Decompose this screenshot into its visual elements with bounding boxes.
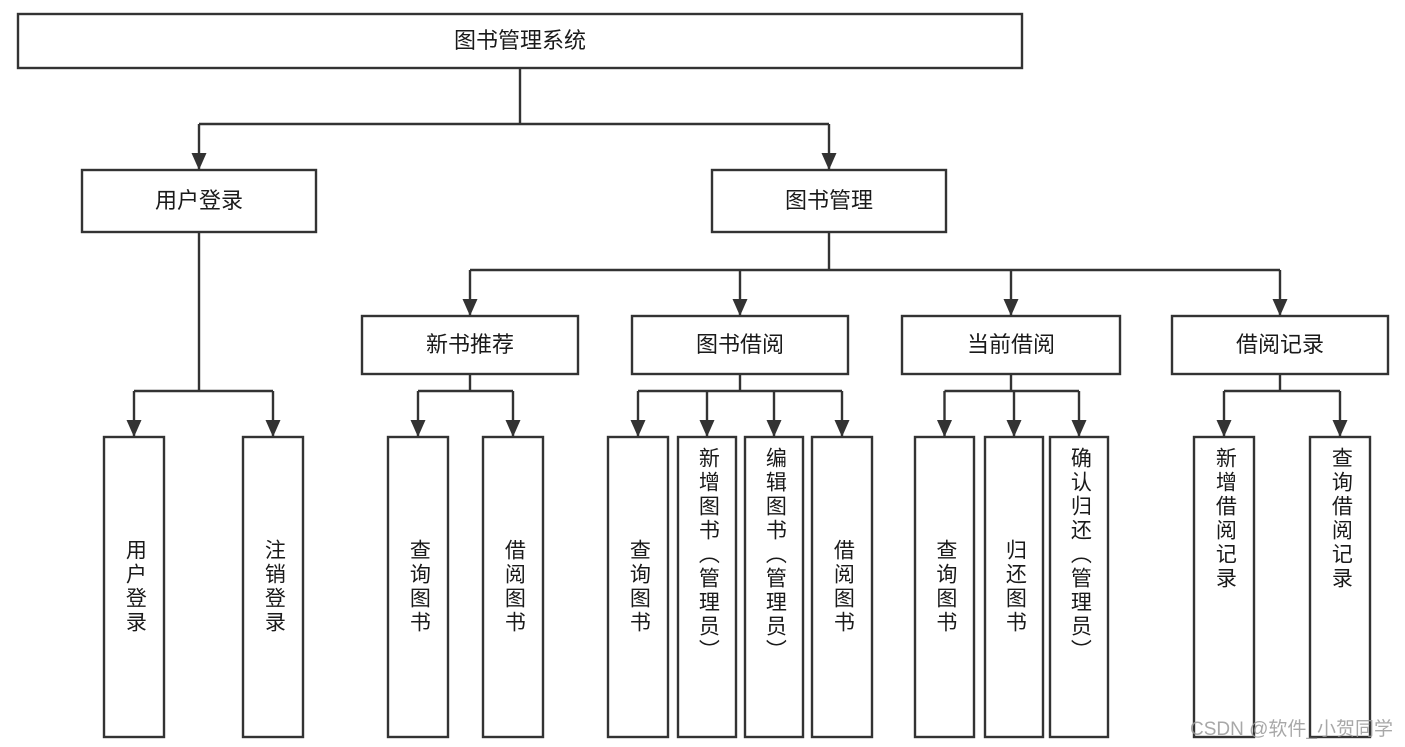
node-box-leaf-bb-add[interactable] xyxy=(676,435,738,739)
node-box-leaf-rec-add[interactable] xyxy=(1192,435,1256,739)
arrow-head xyxy=(630,420,646,437)
edge-group-l3-current xyxy=(937,374,1087,437)
edge-group-l3-borrow xyxy=(630,374,850,437)
arrow-head xyxy=(1272,299,1288,316)
arrow-head xyxy=(1216,420,1232,437)
arrow-head xyxy=(699,420,715,437)
node-box-leaf-cb-query[interactable] xyxy=(913,435,976,739)
arrow-head xyxy=(126,420,142,437)
arrow-head xyxy=(410,420,426,437)
arrow-head xyxy=(821,153,837,170)
node-box-leaf-cb-return[interactable] xyxy=(983,435,1045,739)
edge-group-l2-book-manage xyxy=(462,232,1288,316)
arrow-head xyxy=(265,420,281,437)
node-label-l3-record: 借阅记录 xyxy=(1236,332,1324,357)
arrow-head xyxy=(505,420,521,437)
node-box-leaf-bb-edit[interactable] xyxy=(743,435,805,739)
node-label-l3-borrow: 图书借阅 xyxy=(696,332,784,357)
arrow-head xyxy=(1071,420,1087,437)
edges-layer xyxy=(126,68,1348,437)
node-box-l3-borrow[interactable] xyxy=(630,314,850,376)
arrow-head xyxy=(1332,420,1348,437)
node-box-leaf-nb-borrow[interactable] xyxy=(481,435,545,739)
node-box-l2-book-manage[interactable] xyxy=(710,168,948,234)
node-box-l2-user-login[interactable] xyxy=(80,168,318,234)
node-label-root: 图书管理系统 xyxy=(454,28,586,53)
edge-group-l2-user-login xyxy=(126,232,281,437)
arrow-head xyxy=(191,153,207,170)
edge-group-l3-record xyxy=(1216,374,1348,437)
node-box-leaf-user-logout[interactable] xyxy=(241,435,305,739)
node-label-l2-user-login: 用户登录 xyxy=(155,188,243,213)
arrow-head xyxy=(937,420,952,437)
arrow-head xyxy=(732,299,748,316)
arrow-head xyxy=(462,299,478,316)
edge-group-l3-new-book xyxy=(410,374,521,437)
node-label-l2-book-manage: 图书管理 xyxy=(785,188,873,213)
node-box-leaf-rec-query[interactable] xyxy=(1308,435,1372,739)
arrow-head xyxy=(1003,299,1019,316)
node-box-leaf-bb-query[interactable] xyxy=(606,435,670,739)
node-box-leaf-nb-query[interactable] xyxy=(386,435,450,739)
arrow-head xyxy=(766,420,782,437)
boxes-layer xyxy=(16,12,1390,739)
arrow-head xyxy=(1006,420,1022,437)
arrow-head xyxy=(834,420,850,437)
node-label-l3-new-book: 新书推荐 xyxy=(426,332,514,357)
node-label-l3-current: 当前借阅 xyxy=(967,332,1055,357)
node-box-l3-new-book[interactable] xyxy=(360,314,580,376)
node-box-leaf-bb-borrow[interactable] xyxy=(810,435,874,739)
node-box-leaf-user-login[interactable] xyxy=(102,435,166,739)
node-box-l3-record[interactable] xyxy=(1170,314,1390,376)
node-box-l3-current[interactable] xyxy=(900,314,1122,376)
edge-group-root xyxy=(191,68,837,170)
node-box-leaf-cb-confirm[interactable] xyxy=(1048,435,1110,739)
node-box-root[interactable] xyxy=(16,12,1024,70)
